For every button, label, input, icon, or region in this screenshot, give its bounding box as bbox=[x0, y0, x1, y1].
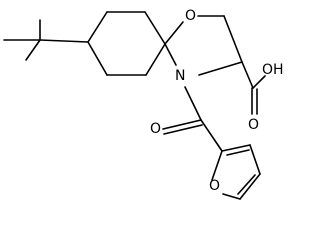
bond-ring-f bbox=[87, 41, 108, 76]
bond-ring-c bbox=[144, 11, 166, 45]
bond-ring-d bbox=[145, 43, 166, 76]
molecule-diagram: O N OH O O O bbox=[3, 8, 284, 200]
bond-n-to-spiro bbox=[164, 43, 177, 66]
bond-carbonyl-double-b bbox=[163, 124, 203, 135]
bond-furan-c2-c3 bbox=[221, 144, 251, 152]
bond-n-to-carbonyl bbox=[184, 86, 202, 121]
ring-oxygen-label: O bbox=[185, 8, 196, 24]
amide-carbonyl-oxygen-label: O bbox=[150, 121, 161, 137]
hydroxyl-label: OH bbox=[262, 62, 284, 78]
bond-carbonyl-to-furan bbox=[200, 119, 223, 152]
bond-furan-c3-c4 bbox=[249, 144, 261, 175]
acid-carbonyl-oxygen-label: O bbox=[248, 117, 259, 133]
bond-furan-c4-c5 bbox=[239, 173, 261, 200]
bond-furan-c2-c3-inner bbox=[226, 149, 250, 156]
furan-oxygen-label: O bbox=[209, 178, 220, 194]
bond-furan-o-c2 bbox=[211, 150, 223, 181]
nitrogen-label: N bbox=[175, 68, 185, 84]
bond-tbu-methyl-lower bbox=[25, 39, 41, 61]
structure-canvas: O N OH O O O bbox=[3, 8, 284, 200]
bond-ch-to-cooh bbox=[241, 61, 254, 89]
bond-furan-c4-c5-inner bbox=[237, 174, 256, 195]
bond-cooh-to-oh bbox=[252, 75, 266, 89]
bond-spiro-to-o bbox=[164, 21, 184, 45]
bond-ring-a bbox=[87, 11, 108, 43]
bond-furan-c5-o bbox=[222, 193, 241, 200]
bond-ch2-to-ch bbox=[223, 15, 243, 63]
bond-carbonyl-double-a bbox=[162, 119, 202, 130]
bond-ch-to-n bbox=[198, 61, 243, 76]
bond-tbu-to-ring bbox=[39, 39, 89, 43]
